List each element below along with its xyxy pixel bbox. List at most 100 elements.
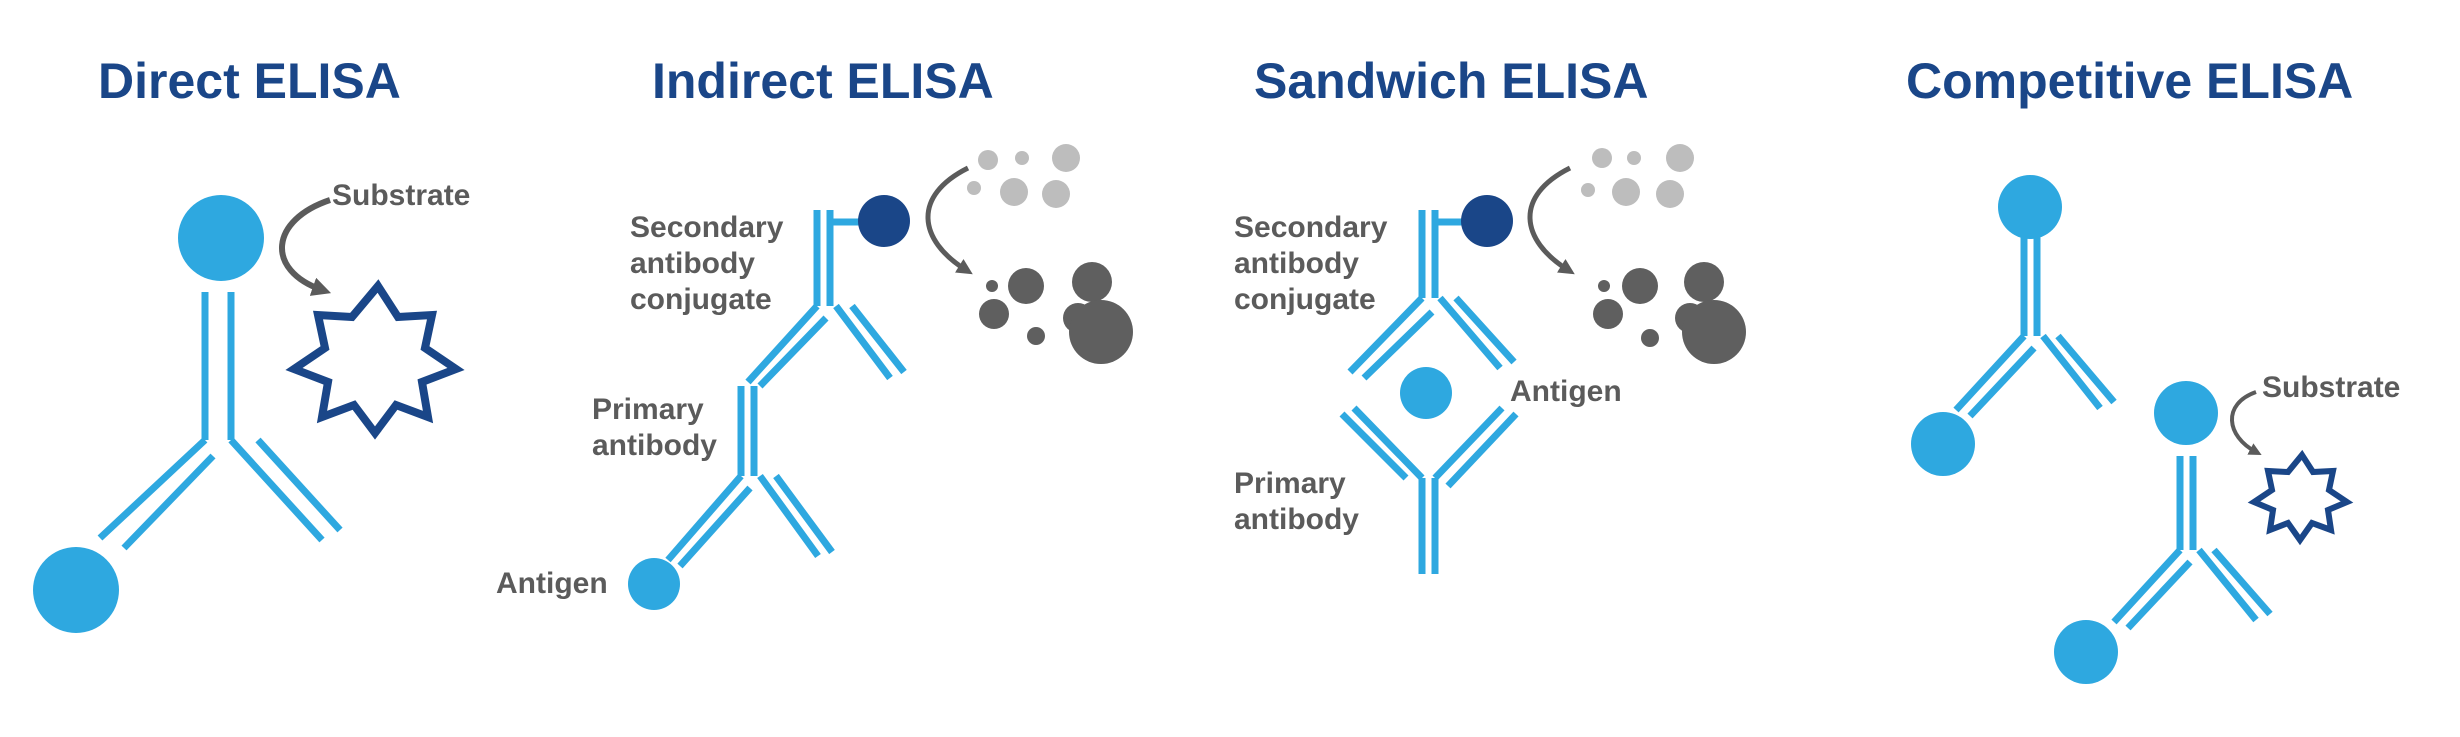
indirect-antigen bbox=[628, 558, 680, 610]
indirect-primary-arm-left-inner bbox=[677, 485, 753, 569]
competitive-antibody-2-arm-right-outer bbox=[2196, 547, 2259, 623]
indirect-primary-arm-left-outer bbox=[665, 473, 744, 563]
direct-antibody-arm-right-inner bbox=[255, 437, 343, 533]
sandwich-secondary-line1: Secondary bbox=[1234, 211, 1388, 244]
competitive-antibody-1-arm-right-inner bbox=[2055, 333, 2117, 405]
indirect-product-particle bbox=[1008, 268, 1044, 304]
indirect-secondary-arm-right-outer bbox=[833, 303, 893, 381]
indirect-substrate-particles bbox=[967, 144, 1080, 208]
competitive-antigen-1 bbox=[1911, 412, 1975, 476]
direct-elisa-panel bbox=[97, 292, 343, 551]
indirect-primary-arm-right-inner bbox=[773, 473, 835, 555]
indirect-product-particle bbox=[979, 299, 1009, 329]
sandwich-primary-antibody-label: Primary antibody bbox=[1234, 466, 1359, 538]
sandwich-product-particle bbox=[1598, 280, 1610, 292]
sandwich-substrate-particle bbox=[1581, 183, 1595, 197]
competitive-antibody-2-arm-left-outer bbox=[2111, 547, 2183, 625]
sandwich-secondary-arm-left-inner bbox=[1361, 309, 1435, 381]
direct-antibody-arm-right-outer bbox=[228, 437, 325, 543]
sandwich-primary-line2: antibody bbox=[1234, 503, 1359, 536]
sandwich-substrate-particle bbox=[1592, 148, 1612, 168]
indirect-substrate-particle bbox=[1042, 180, 1070, 208]
sandwich-substrate-arrow bbox=[1527, 165, 1575, 275]
sandwich-secondary-arm-right-inner bbox=[1453, 295, 1517, 365]
sandwich-product-particle bbox=[1622, 268, 1658, 304]
indirect-product-particle bbox=[1069, 300, 1133, 364]
sandwich-product-particle bbox=[1593, 299, 1623, 329]
sandwich-primary-arm-left-outer bbox=[1351, 405, 1425, 481]
competitive-antibody-2-arm-right-inner bbox=[2211, 547, 2273, 617]
sandwich-product-particle bbox=[1682, 300, 1746, 364]
sandwich-secondary-arm-left-outer bbox=[1347, 295, 1425, 375]
indirect-substrate-particle bbox=[1015, 151, 1029, 165]
competitive-enzyme-conjugate-1 bbox=[1998, 175, 2062, 239]
indirect-product-particles bbox=[979, 262, 1133, 364]
indirect-primary-line2: antibody bbox=[592, 429, 717, 462]
direct-enzyme-conjugate bbox=[178, 195, 264, 281]
competitive-antigen-2 bbox=[2054, 620, 2118, 684]
indirect-primary-antibody-label: Primary antibody bbox=[592, 392, 717, 464]
sandwich-secondary-line3: conjugate bbox=[1234, 283, 1376, 316]
indirect-secondary-line2: antibody bbox=[630, 247, 755, 280]
indirect-secondary-arm-right-inner bbox=[849, 303, 907, 375]
indirect-substrate-particle bbox=[1000, 178, 1028, 206]
indirect-primary-line1: Primary bbox=[592, 393, 704, 426]
indirect-primary-arm-right-outer bbox=[757, 473, 821, 559]
sandwich-substrate-particle bbox=[1627, 151, 1641, 165]
sandwich-primary-antibody bbox=[1339, 405, 1519, 574]
sandwich-elisa-title: Sandwich ELISA bbox=[1254, 53, 1649, 109]
indirect-product-particle bbox=[986, 280, 998, 292]
direct-substrate-arrow bbox=[279, 197, 332, 296]
indirect-substrate-arrow bbox=[925, 165, 973, 275]
indirect-secondary-arm-left-inner bbox=[757, 315, 829, 389]
sandwich-secondary-line2: antibody bbox=[1234, 247, 1359, 280]
sandwich-primary-arm-right-outer bbox=[1432, 405, 1505, 481]
sandwich-antigen bbox=[1400, 367, 1452, 419]
competitive-substrate-label: Substrate bbox=[2262, 371, 2401, 404]
sandwich-substrate-particle bbox=[1656, 180, 1684, 208]
competitive-enzyme-conjugate-2 bbox=[2154, 381, 2218, 445]
competitive-substrate-star bbox=[2247, 449, 2354, 546]
indirect-primary-antibody bbox=[665, 386, 835, 569]
sandwich-secondary-arm-right-outer bbox=[1437, 295, 1503, 371]
indirect-secondary-antibody-label: Secondary antibody conjugate bbox=[630, 210, 783, 318]
sandwich-primary-line1: Primary bbox=[1234, 467, 1346, 500]
indirect-substrate-particle bbox=[967, 181, 981, 195]
direct-substrate-label: Substrate bbox=[332, 179, 471, 212]
sandwich-substrate-particle bbox=[1612, 178, 1640, 206]
competitive-antibody-1-arm-left-outer bbox=[1953, 333, 2027, 413]
direct-antibody-arm-left-outer bbox=[97, 437, 208, 541]
sandwich-secondary-antibody bbox=[1347, 210, 1517, 381]
indirect-enzyme-conjugate bbox=[858, 195, 910, 247]
indirect-product-particle bbox=[1072, 262, 1112, 302]
competitive-antibody-1-arm-right-outer bbox=[2040, 333, 2103, 411]
sandwich-enzyme-conjugate bbox=[1461, 195, 1513, 247]
indirect-product-particle bbox=[1027, 327, 1045, 345]
sandwich-product-particle bbox=[1641, 329, 1659, 347]
indirect-secondary-line3: conjugate bbox=[630, 283, 772, 316]
sandwich-substrate-particles bbox=[1581, 144, 1694, 208]
competitive-antibody-2 bbox=[2111, 456, 2273, 631]
indirect-elisa-title: Indirect ELISA bbox=[652, 53, 994, 109]
competitive-antibody-1-arm-left-inner bbox=[1967, 345, 2037, 419]
direct-substrate-star bbox=[285, 279, 465, 440]
indirect-substrate-particle bbox=[978, 150, 998, 170]
competitive-antibody-1 bbox=[1953, 236, 2117, 419]
competitive-elisa-title: Competitive ELISA bbox=[1906, 53, 2354, 109]
indirect-antigen-label: Antigen bbox=[496, 567, 608, 600]
sandwich-primary-arm-left-inner bbox=[1339, 411, 1409, 481]
sandwich-antigen-label: Antigen bbox=[1510, 375, 1622, 408]
sandwich-product-particle bbox=[1684, 262, 1724, 302]
direct-elisa-title: Direct ELISA bbox=[98, 53, 401, 109]
indirect-secondary-arm-left-outer bbox=[745, 303, 820, 385]
direct-antibody-arm-left-inner bbox=[121, 453, 216, 551]
indirect-secondary-antibody bbox=[745, 210, 907, 389]
sandwich-product-particles bbox=[1593, 262, 1746, 364]
indirect-secondary-line1: Secondary bbox=[630, 211, 784, 244]
sandwich-primary-arm-right-inner bbox=[1445, 411, 1519, 489]
competitive-substrate-arrow bbox=[2230, 390, 2262, 456]
indirect-substrate-particle bbox=[1052, 144, 1080, 172]
sandwich-secondary-antibody-label: Secondary antibody conjugate bbox=[1234, 210, 1387, 318]
competitive-antibody-2-arm-left-inner bbox=[2125, 559, 2193, 631]
